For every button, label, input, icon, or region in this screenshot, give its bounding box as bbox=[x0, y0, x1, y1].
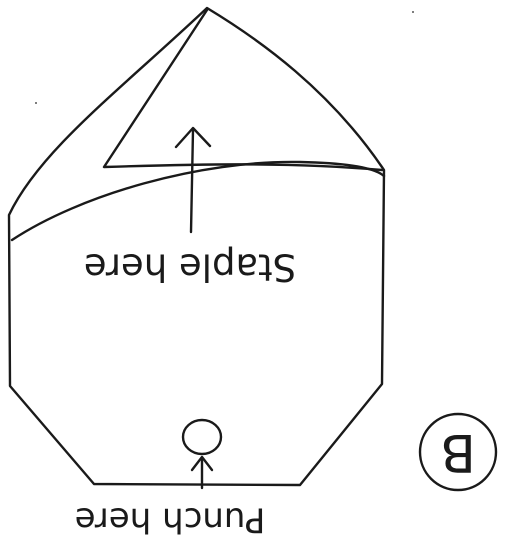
speck bbox=[412, 11, 414, 13]
punch-hole bbox=[183, 420, 221, 454]
speck bbox=[35, 102, 37, 104]
badge-letter: B bbox=[440, 422, 476, 482]
staple-arrow-shaft bbox=[191, 130, 193, 232]
fold-flap-curve bbox=[12, 162, 384, 240]
fold-triangle bbox=[104, 10, 382, 170]
staple-label: Staple here bbox=[84, 246, 296, 289]
punch-label: Punch here bbox=[75, 500, 266, 540]
